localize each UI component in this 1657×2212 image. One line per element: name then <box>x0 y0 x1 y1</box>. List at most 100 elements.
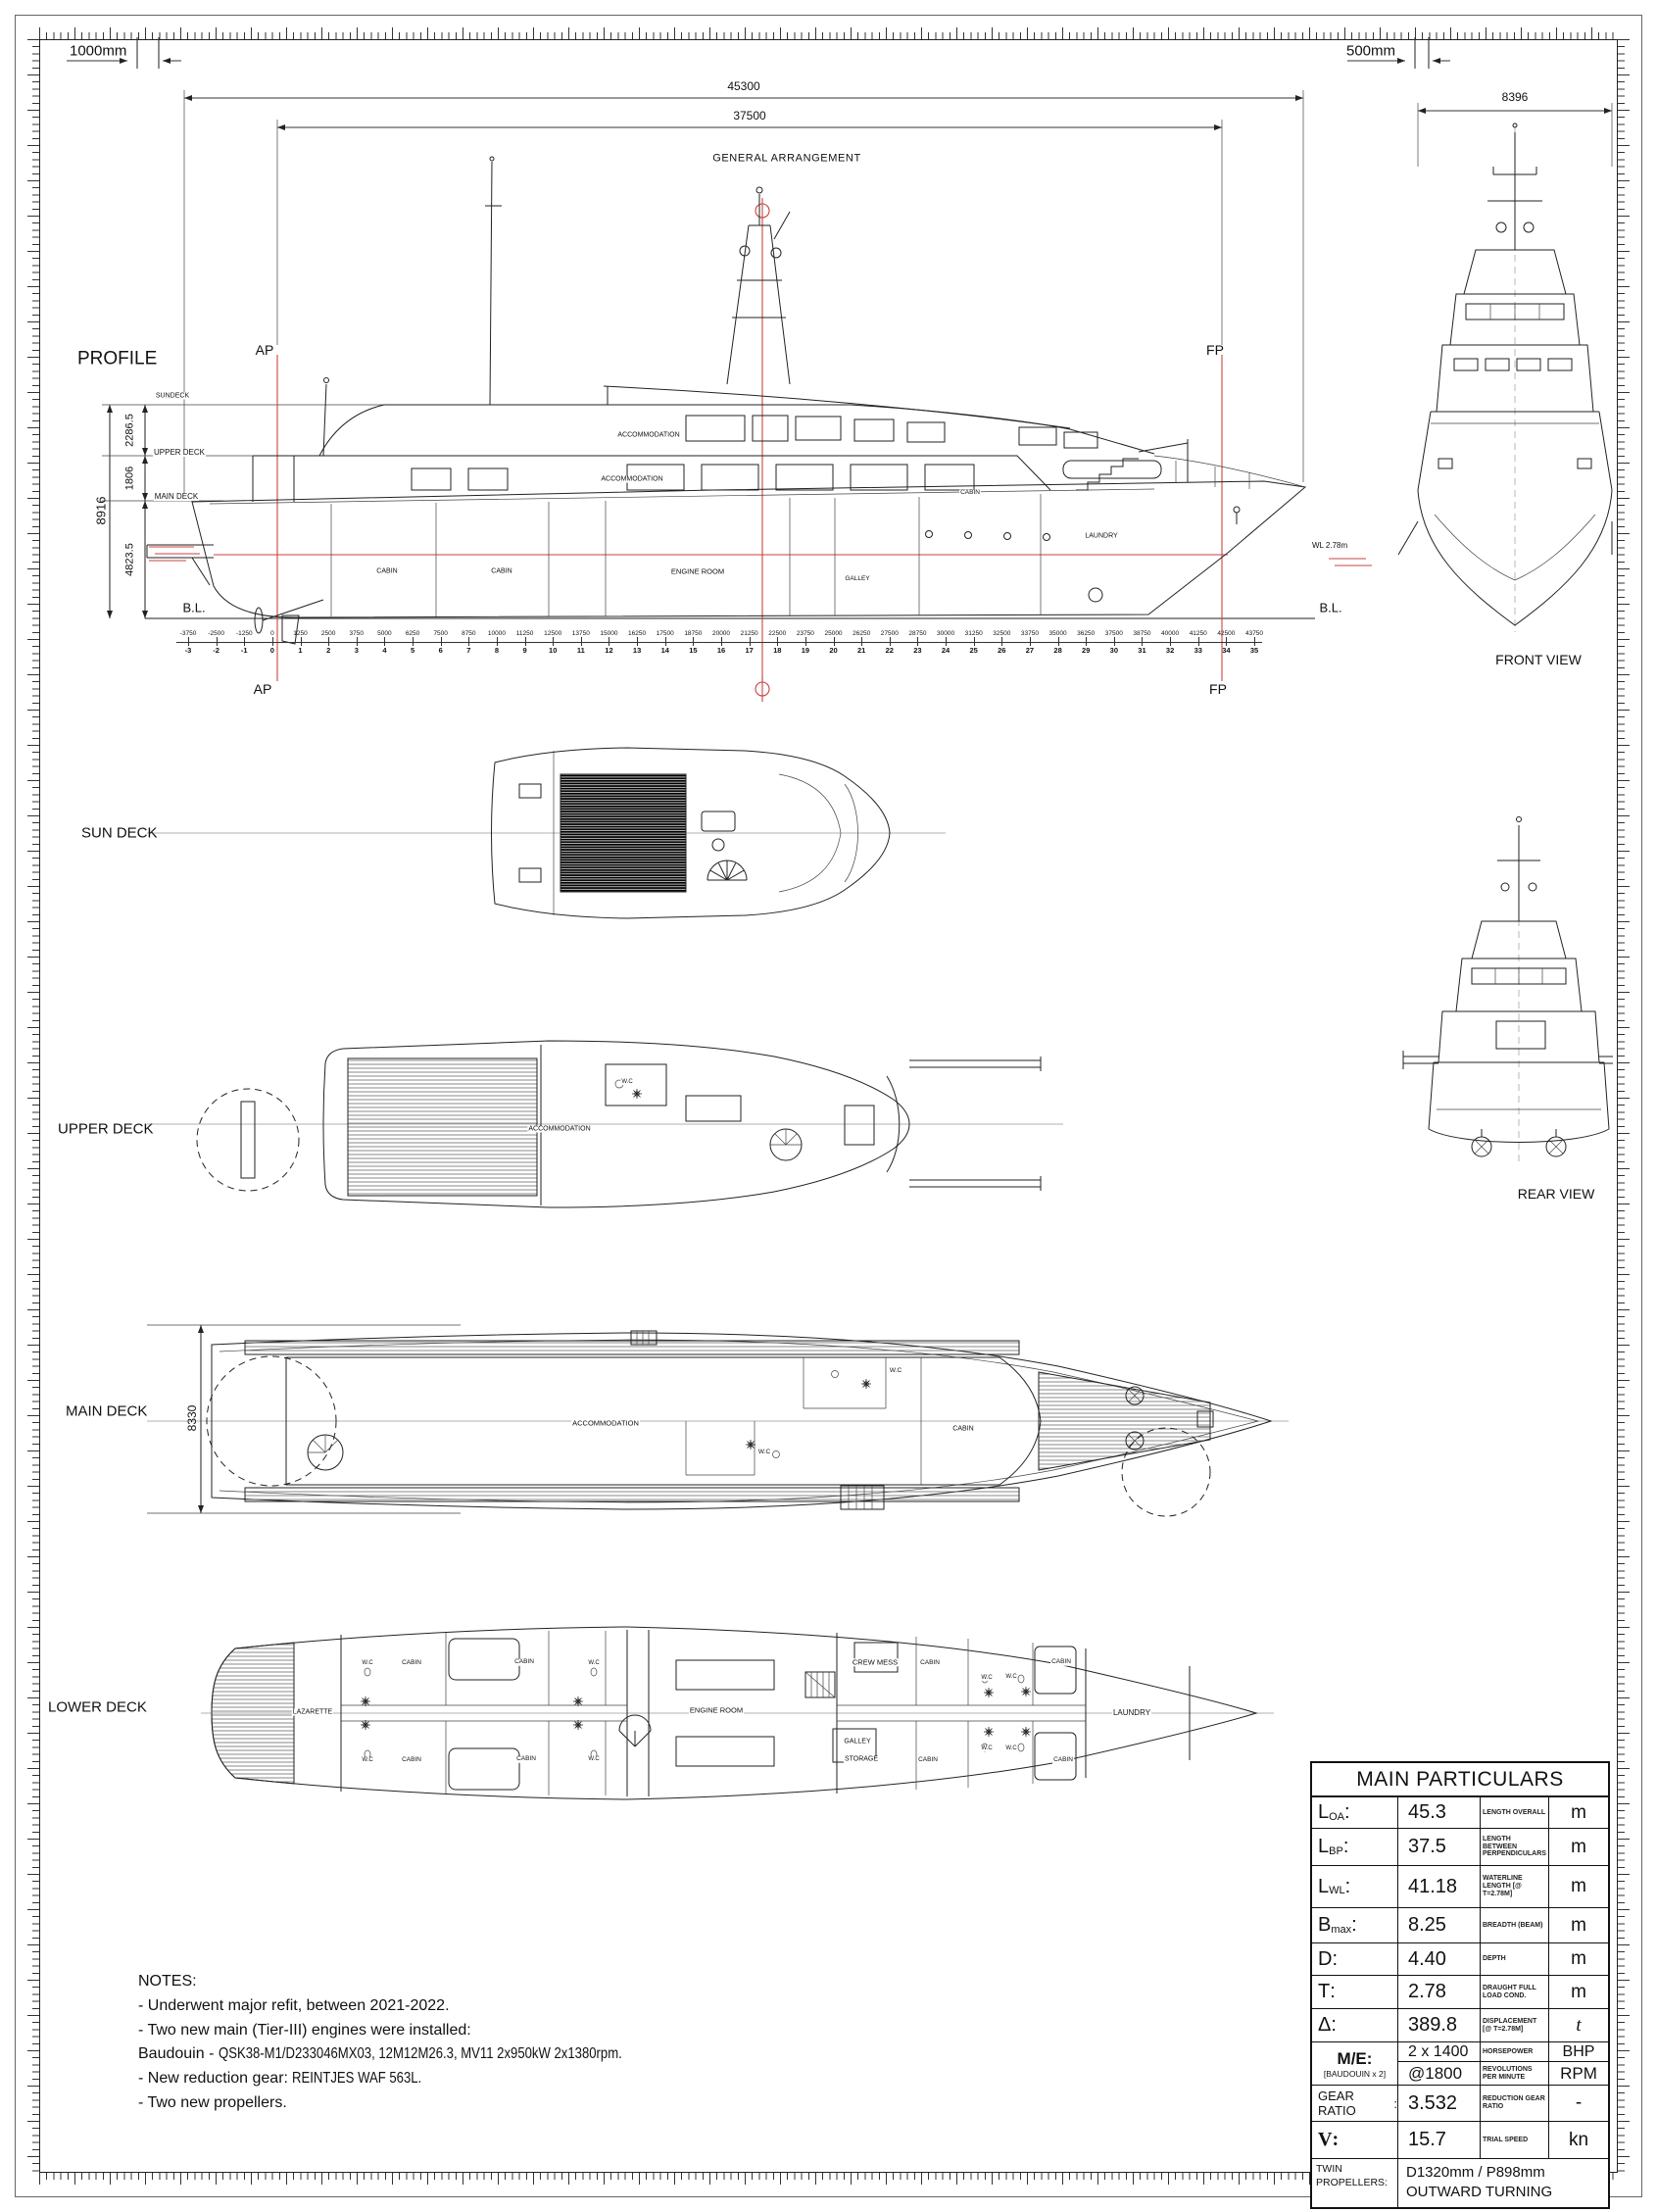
station-mm-label: 8750 <box>462 630 476 637</box>
station-number-label: 32 <box>1165 646 1175 655</box>
dim-upper-to-main: 1806 <box>123 466 136 491</box>
station-number-label: 26 <box>998 646 1006 655</box>
baseline-label-left: B.L. <box>182 600 206 615</box>
profile-room-label: CABIN <box>490 567 513 575</box>
station-tick <box>1197 637 1199 646</box>
station-mm-label: 27500 <box>880 630 899 637</box>
particulars-title: MAIN PARTICULARS <box>1312 1763 1608 1797</box>
lower-deck-room-label: W.C <box>361 1660 374 1666</box>
station-mm-label: 15000 <box>600 630 618 637</box>
lower-deck-room-label: W.C <box>1004 1745 1018 1751</box>
particulars-row: T: 2.78 DRAUGHT FULL LOAD COND. m <box>1312 1976 1608 2009</box>
lower-deck-label: LOWER DECK <box>48 1698 147 1716</box>
station-tick <box>244 637 246 646</box>
station-number-label: 10 <box>549 646 558 655</box>
lower-deck-room-label: CABIN <box>1052 1755 1074 1764</box>
particulars-row: GEAR RATIO: 3.532 REDUCTION GEAR RATIO - <box>1312 2086 1608 2122</box>
dim-main-to-baseline: 4823.5 <box>123 543 136 576</box>
station-tick <box>917 637 919 646</box>
station-mm-label: 2500 <box>320 630 336 637</box>
station-tick <box>1086 637 1088 646</box>
station-number-label: 23 <box>913 646 922 655</box>
station-number-label: 4 <box>382 646 387 655</box>
station-number-label: -2 <box>213 646 219 655</box>
dim-length-overall: 45300 <box>726 79 761 93</box>
lower-deck-drawing <box>201 1627 1274 1799</box>
ga-title: GENERAL ARRANGEMENT <box>712 152 861 165</box>
lower-deck-room-label: CABIN <box>917 1755 939 1764</box>
lower-deck-room-label: LAZARETTE <box>291 1708 334 1716</box>
main-deck-room-label: ACCOMMODATION <box>571 1418 640 1428</box>
profile-room-label: ACCOMMODATION <box>616 431 681 439</box>
sheet-outer-border <box>15 15 1642 2197</box>
station-tick <box>861 637 863 646</box>
main-deck-room-label: W.C <box>888 1366 903 1375</box>
station-number-label: 27 <box>1025 646 1035 655</box>
station-mm-label: 41250 <box>1189 630 1207 637</box>
fp-label-bottom: FP <box>1209 681 1227 697</box>
station-number-label: 5 <box>410 646 415 655</box>
station-mm-label: -1250 <box>235 630 253 637</box>
station-mm-label: 26250 <box>853 630 871 637</box>
length-dimensions <box>184 90 1612 495</box>
sun-deck-drawing <box>147 748 946 918</box>
station-mm-label: 3750 <box>349 630 365 637</box>
deck-line-upper-label: UPPER DECK <box>152 448 207 457</box>
particulars-row: Δ: 389.8 DISPLACEMENT [@ T=2.78m] t <box>1312 2009 1608 2042</box>
drawing-frame <box>39 39 1618 2173</box>
lower-deck-room-label: CABIN <box>401 1755 422 1764</box>
main-deck-label: MAIN DECK <box>66 1402 148 1420</box>
station-mm-label: 38750 <box>1133 630 1151 637</box>
station-tick <box>356 637 358 646</box>
station-tick <box>1142 637 1144 646</box>
station-tick <box>637 637 639 646</box>
lower-deck-room-label: CABIN <box>515 1754 537 1763</box>
particulars-row: LWL: 41.18 WATERLINE LENGTH [@ T=2.78m] … <box>1312 1866 1608 1908</box>
station-number-label: 8 <box>494 646 500 655</box>
station-number-label: 9 <box>522 646 527 655</box>
station-number-label: 24 <box>941 646 950 655</box>
lower-deck-room-label: CREW MESS <box>851 1657 900 1667</box>
station-number-label: 22 <box>885 646 894 655</box>
notes-title: NOTES: <box>138 1973 197 1990</box>
station-mm-label: -2500 <box>208 630 224 637</box>
scale-right-label: 500mm <box>1346 42 1396 60</box>
lower-deck-room-label: W.C <box>587 1756 601 1762</box>
station-tick <box>216 637 218 646</box>
station-mm-label: 20000 <box>711 630 731 637</box>
station-number-label: 12 <box>605 646 613 655</box>
station-tick <box>328 637 330 646</box>
ap-label-bottom: AP <box>253 681 272 697</box>
notes-line: Baudouin - QSK38-M1/D233046MX03, 12M12M2… <box>138 2045 622 2063</box>
profile-room-label: GALLEY <box>844 574 871 583</box>
station-tick <box>973 637 975 646</box>
profile-room-label: CABIN <box>959 488 981 497</box>
station-tick <box>413 637 414 646</box>
waterline-label: WL 2.78m <box>1312 541 1348 550</box>
station-tick <box>1057 637 1059 646</box>
station-mm-label: 25000 <box>824 630 843 637</box>
lower-deck-room-label: CABIN <box>919 1658 941 1667</box>
ruler-bottom <box>39 2173 1618 2185</box>
station-tick <box>777 637 779 646</box>
station-tick <box>271 637 273 646</box>
station-tick <box>468 637 470 646</box>
profile-room-label: CABIN <box>375 567 399 575</box>
upper-deck-room-label: ACCOMMODATION <box>527 1125 592 1133</box>
station-tick <box>721 637 722 646</box>
station-tick <box>1170 637 1172 646</box>
dim-height-total: 8916 <box>93 496 109 525</box>
station-number-label: 21 <box>856 646 866 655</box>
scale-bar-500mm <box>1347 37 1450 69</box>
station-mm-label: 10000 <box>487 630 506 637</box>
lower-deck-room-label: CABIN <box>513 1657 535 1666</box>
upper-deck-label: UPPER DECK <box>58 1120 154 1138</box>
rear-view-drawing <box>1403 817 1613 1162</box>
station-tick <box>1113 637 1115 646</box>
